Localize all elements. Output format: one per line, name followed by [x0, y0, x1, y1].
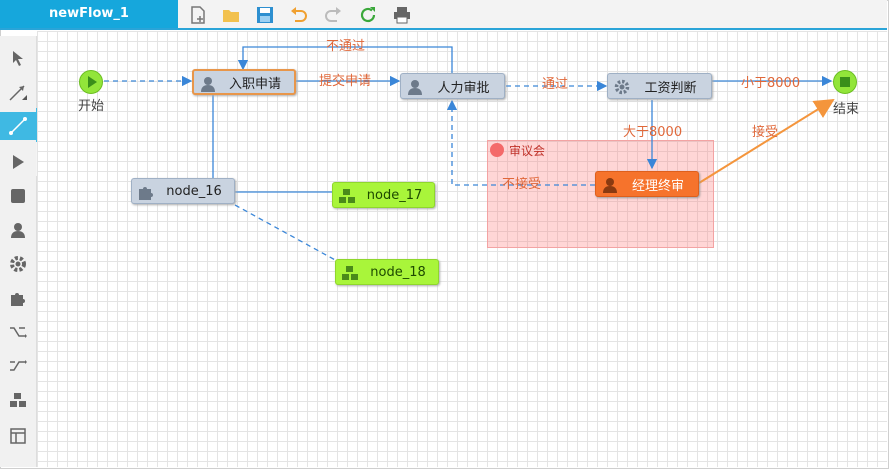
edge-label-reject: 不通过	[326, 39, 366, 54]
plugin-icon[interactable]	[4, 284, 32, 312]
subflow-icon	[339, 189, 355, 203]
flow-canvas[interactable]: 开始 结束 入职申请 人力审批 工资判断 经理终审 node_16 node_1…	[37, 31, 887, 467]
start-node[interactable]	[79, 70, 103, 94]
plugin-icon	[139, 187, 153, 200]
toolbar: newFlow_1	[0, 0, 887, 30]
gear-icon	[614, 79, 630, 95]
play-icon	[88, 76, 97, 88]
node-17-label: node_17	[366, 187, 423, 203]
edge-not-accept	[446, 99, 595, 186]
subflow-icon	[342, 266, 358, 280]
node-salary[interactable]: 工资判断	[607, 73, 712, 99]
node-hr[interactable]: 人力审批	[400, 73, 505, 99]
line-icon[interactable]	[0, 112, 36, 140]
gear-icon[interactable]	[4, 250, 32, 278]
join-icon[interactable]	[4, 352, 32, 380]
user-icon	[408, 80, 422, 95]
node-apply-label: 入职申请	[228, 76, 281, 92]
edge-label-not-accept: 不接受	[502, 177, 542, 192]
print-icon[interactable]	[391, 4, 413, 26]
edge-accept	[698, 98, 835, 184]
subflow-icon[interactable]	[4, 386, 32, 414]
tool-palette	[0, 36, 37, 467]
task-icon[interactable]	[4, 216, 32, 244]
fork-icon[interactable]	[4, 318, 32, 346]
flow-title-tab[interactable]: newFlow_1	[0, 0, 178, 28]
end-node[interactable]	[833, 70, 857, 94]
node-17[interactable]: node_17	[332, 182, 435, 208]
open-folder-icon[interactable]	[220, 4, 242, 26]
edge-label-submit: 提交申请	[319, 74, 372, 89]
node-hr-label: 人力审批	[437, 80, 490, 96]
new-icon[interactable]	[187, 4, 209, 26]
save-icon[interactable]	[254, 4, 276, 26]
redo-icon[interactable]	[322, 4, 344, 26]
edge-label-less: 小于8000	[741, 76, 801, 91]
edge-label-pass: 通过	[542, 77, 569, 92]
node-manager[interactable]: 经理终审	[595, 171, 699, 197]
edge-node16-node18	[234, 204, 338, 262]
refresh-icon[interactable]	[357, 4, 379, 26]
node-salary-label: 工资判断	[644, 80, 697, 96]
layout-icon[interactable]	[4, 422, 32, 450]
undo-icon[interactable]	[288, 4, 310, 26]
direct-line-icon[interactable]	[4, 78, 32, 106]
user-icon	[201, 77, 215, 92]
start-icon[interactable]	[4, 148, 32, 176]
edges-layer	[104, 46, 835, 262]
edge-reject	[237, 46, 453, 73]
end-icon[interactable]	[4, 182, 32, 210]
node-16[interactable]: node_16	[131, 178, 235, 204]
node-apply[interactable]: 入职申请	[192, 69, 296, 95]
node-manager-label: 经理终审	[631, 178, 684, 194]
cursor-icon[interactable]	[4, 44, 32, 72]
edge-label-accept: 接受	[752, 125, 779, 140]
start-label: 开始	[78, 99, 105, 114]
node-16-label: node_16	[166, 183, 222, 199]
user-icon	[603, 178, 617, 193]
edge-label-more: 大于8000	[623, 125, 683, 140]
area-label: 审议会	[509, 144, 546, 158]
area-marker-icon	[490, 143, 504, 157]
end-label: 结束	[833, 102, 860, 117]
stop-icon	[840, 77, 850, 87]
node-18[interactable]: node_18	[335, 259, 439, 285]
node-18-label: node_18	[370, 264, 426, 280]
